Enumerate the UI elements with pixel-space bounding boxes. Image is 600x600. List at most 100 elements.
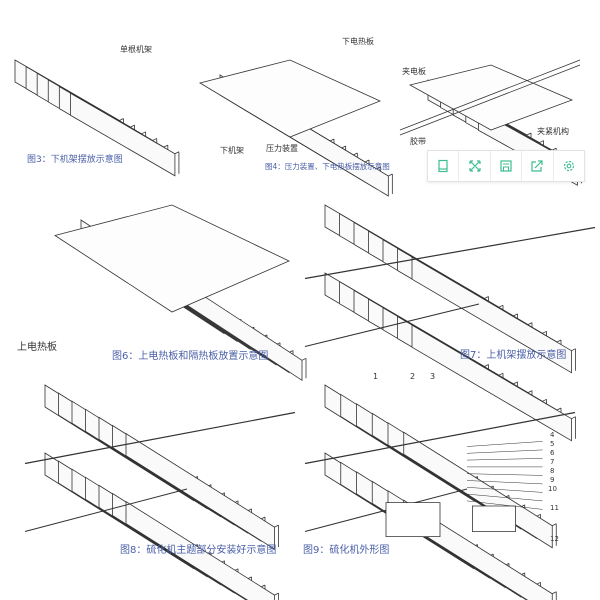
figure-4-caption: 图4：压力装置、下电热板摆放示意图 (265, 162, 390, 171)
part-number-3: 3 (430, 372, 436, 381)
drawing-line (329, 138, 335, 142)
drawing-line (119, 118, 124, 121)
part-number-2: 2 (410, 372, 416, 381)
drawing-line (399, 64, 581, 136)
drawing-line (152, 138, 157, 141)
label-lower-frame: 下机架 (220, 146, 244, 155)
drawing-line (571, 348, 576, 352)
drawing-shape (385, 502, 441, 538)
drawing-line (466, 500, 543, 510)
drawing-line (552, 147, 557, 151)
label-pressure-device: 压力装置 (266, 144, 298, 153)
settings-button[interactable] (554, 151, 584, 181)
tablet-view-button[interactable] (428, 151, 460, 181)
tablet-icon (438, 159, 448, 173)
drawing-shape (411, 324, 572, 442)
figure-3-drawing (14, 59, 180, 177)
figure-6-caption: 图6：上电热板和隔热板放置示意图 (112, 351, 269, 362)
drawing-shape (54, 204, 290, 313)
figure-7-drawing (304, 204, 596, 442)
part-number-11: 11 (550, 504, 559, 512)
drawing-shape (198, 59, 382, 138)
drawing-line (304, 411, 576, 465)
drawing-line (353, 152, 358, 156)
drawing-line (498, 304, 504, 308)
figure-4-drawing (198, 59, 393, 197)
label-single-frame: 单根机架 (120, 45, 152, 54)
figure-5-drawing (399, 59, 582, 186)
figure-7-caption: 图7：上机架摆放示意图 (460, 350, 567, 361)
part-number-12: 12 (550, 535, 559, 543)
drawing-line (498, 372, 504, 376)
drawing-line (513, 381, 518, 385)
part-number-5: 5 (550, 440, 555, 448)
drawing-line (364, 159, 370, 163)
drawing-line (341, 145, 346, 149)
drawing-shape (125, 500, 275, 600)
figure-8-drawing (24, 384, 296, 600)
share-icon (531, 160, 544, 172)
drawing-line (552, 523, 557, 527)
share-button[interactable] (522, 151, 554, 181)
drawing-line (301, 357, 307, 361)
image-toolbar (427, 150, 585, 182)
label-lower-heating-plate: 下电热板 (342, 37, 374, 46)
save-button[interactable] (491, 151, 523, 181)
drawing-line (388, 173, 393, 177)
drawing-line (513, 313, 518, 317)
label-belt: 胶带 (410, 137, 426, 146)
part-number-7: 7 (550, 458, 555, 466)
part-number-9: 9 (550, 476, 555, 484)
drawing-line (466, 473, 543, 476)
drawing-line (24, 488, 188, 532)
expand-icon (469, 160, 481, 172)
drawing-line (304, 303, 480, 347)
drawing-line (466, 487, 543, 493)
save-icon (500, 160, 512, 172)
figure-8-caption: 图8：硫化机主题部分安装好示意图 (120, 545, 277, 556)
drawing-line (466, 480, 543, 485)
label-clamp-plate: 夹电板 (402, 67, 426, 76)
drawing-line (466, 493, 543, 502)
figure-3-caption: 图3：下机架摆放示意图 (27, 155, 123, 165)
part-number-8: 8 (550, 467, 555, 475)
drawing-shape (411, 256, 572, 374)
drawing-line (130, 124, 135, 128)
drawing-line (466, 458, 543, 461)
drawing-line (542, 398, 547, 402)
drawing-line (274, 524, 279, 528)
drawing-line (542, 330, 547, 334)
drawing-shape (70, 92, 176, 177)
drawing-line (527, 390, 533, 393)
settings-icon (563, 160, 574, 172)
drawing-line (163, 144, 169, 148)
label-clamping-mechanism: 夹紧机构 (537, 127, 569, 136)
part-number-6: 6 (550, 449, 555, 457)
drawing-line (556, 339, 562, 343)
drawing-line (141, 131, 146, 135)
drawing-line (399, 59, 581, 131)
drawing-line (527, 322, 533, 325)
drawing-line (484, 296, 489, 299)
label-upper-heating-plate: 上电热板 (17, 342, 57, 353)
figure-6-drawing (54, 204, 307, 382)
part-number-1: 1 (373, 372, 379, 381)
drawing-line (274, 592, 279, 596)
drawing-shape (408, 64, 574, 131)
drawing-line (24, 411, 296, 465)
drawing-line (484, 364, 489, 367)
figure-9-drawing (304, 384, 576, 600)
drawing-line (376, 166, 381, 170)
drawing-line (466, 449, 543, 454)
drawing-shape (125, 432, 275, 550)
drawing-line (556, 407, 562, 411)
drawing-line (526, 132, 532, 136)
drawing-line (304, 226, 596, 280)
drawing-line (571, 416, 576, 420)
drawing-line (466, 441, 543, 447)
fullscreen-button[interactable] (459, 151, 491, 181)
drawing-shape (471, 505, 517, 532)
drawing-line (539, 140, 544, 143)
part-number-4: 4 (550, 431, 555, 439)
drawing-line (552, 591, 557, 595)
